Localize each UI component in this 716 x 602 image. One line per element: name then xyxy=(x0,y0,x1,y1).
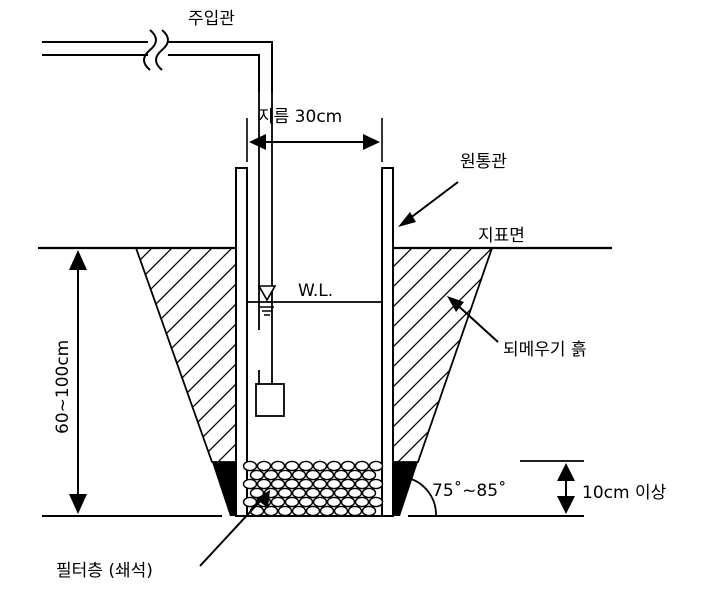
gravel-pebble xyxy=(242,496,258,508)
gravel-pebble xyxy=(256,478,272,490)
gravel-pebble xyxy=(340,460,356,472)
leader-arrows xyxy=(199,181,499,567)
gravel-pebble xyxy=(312,460,328,472)
gravel-pebble xyxy=(361,505,377,517)
casing-label: 원통관 xyxy=(460,152,507,172)
backfill-label: 되메우기 흙 xyxy=(503,340,587,360)
gravel-pebble xyxy=(242,478,258,490)
gravel-pebble xyxy=(291,505,307,517)
gravel-pebble xyxy=(284,496,300,508)
gravel-pebble xyxy=(277,505,293,517)
gravel-pebble xyxy=(305,487,321,499)
backfill-soil xyxy=(134,247,494,516)
gravel-pebble xyxy=(347,487,363,499)
water-level-label: W.L. xyxy=(298,281,333,301)
gravel-pebble xyxy=(347,505,363,517)
angle-arc xyxy=(407,477,437,517)
gravel-pebble xyxy=(326,496,342,508)
ground-surface-label: 지표면 xyxy=(478,226,525,246)
filter-layer-label: 필터층 (쇄석) xyxy=(56,561,153,581)
gravel-pebble xyxy=(312,496,328,508)
gravel-pebble xyxy=(277,469,293,481)
water-level xyxy=(247,285,382,316)
gravel-pebble xyxy=(340,496,356,508)
gravel-pebble xyxy=(270,460,286,472)
gravel-pebble xyxy=(361,469,377,481)
gravel-pebble xyxy=(291,469,307,481)
gravel-pebble xyxy=(361,487,377,499)
depth-label: 60~100cm xyxy=(53,340,73,434)
gravel-pebble xyxy=(263,505,279,517)
gravel-pebble xyxy=(284,478,300,490)
gravel-pebble xyxy=(333,505,349,517)
gravel-pebble xyxy=(368,496,384,508)
casing-pipe xyxy=(235,167,394,517)
gravel-pebble xyxy=(319,487,335,499)
gravel-pebble xyxy=(284,460,300,472)
gravel-pebble xyxy=(368,478,384,490)
gravel-pebble xyxy=(347,469,363,481)
gravel-pebble xyxy=(305,469,321,481)
gravel-pebble xyxy=(298,496,314,508)
depth-dimension xyxy=(69,250,87,514)
inlet-pipe-label: 주입관 xyxy=(188,9,235,29)
gravel-pebble xyxy=(354,460,370,472)
filter-thickness-label: 10cm 이상 xyxy=(582,483,667,503)
gravel-pebble xyxy=(270,478,286,490)
gravel-pebble xyxy=(270,496,286,508)
diameter-dimension xyxy=(246,118,383,162)
gravel-pebble xyxy=(291,487,307,499)
gravel-pebble xyxy=(263,469,279,481)
gravel-pebble xyxy=(319,469,335,481)
angle-label: 75˚~85˚ xyxy=(432,480,507,501)
diameter-label: 지름 30cm xyxy=(258,107,342,127)
gravel-pebble xyxy=(368,460,384,472)
gravel-pebble xyxy=(277,487,293,499)
gravel-pebble xyxy=(249,469,265,481)
gravel-pebble xyxy=(242,460,258,472)
inlet-pipe xyxy=(42,28,273,92)
gravel-pebble xyxy=(249,505,265,517)
gravel-pebble xyxy=(305,505,321,517)
gravel-pebble xyxy=(354,478,370,490)
gravel-pebble xyxy=(326,478,342,490)
gravel-pebble xyxy=(333,487,349,499)
gravel-pebble xyxy=(256,460,272,472)
gravel-pebble xyxy=(340,478,356,490)
gravel-pebble xyxy=(333,469,349,481)
gravel-pebble xyxy=(298,478,314,490)
filter-thickness-dimension xyxy=(42,460,584,517)
gravel-pebble xyxy=(298,460,314,472)
gravel-pebble xyxy=(312,478,328,490)
gravel-pebble xyxy=(249,487,265,499)
gravel-pebble xyxy=(326,460,342,472)
gravel-pebble xyxy=(354,496,370,508)
filter-gravel-layer xyxy=(242,460,384,517)
gravel-pebble xyxy=(319,505,335,517)
